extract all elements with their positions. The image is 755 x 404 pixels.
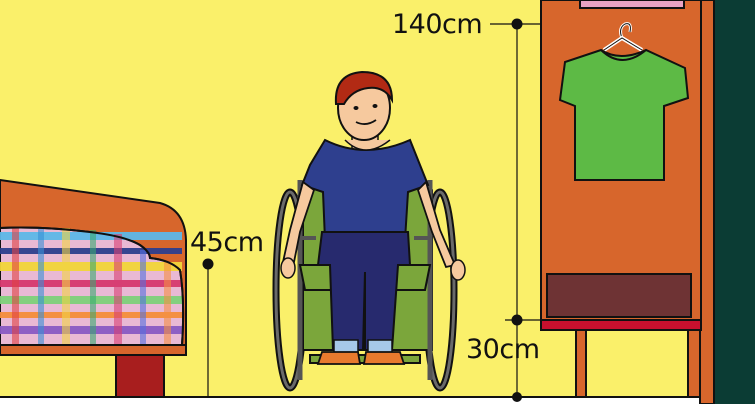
door-frame bbox=[700, 0, 714, 404]
wardrobe-drawer bbox=[547, 274, 691, 317]
bed-leg bbox=[116, 355, 164, 397]
measurement-label-140cm: 140cm bbox=[392, 11, 482, 38]
measurement-label-30cm: 30cm bbox=[466, 336, 540, 363]
measurement-label-45cm: 45cm bbox=[190, 229, 264, 256]
shoe-right bbox=[364, 352, 404, 364]
wardrobe-leg-right bbox=[688, 330, 700, 397]
shoe-left bbox=[318, 352, 360, 364]
wardrobe-top-shelf bbox=[580, 0, 684, 8]
bed-frame-rail bbox=[0, 345, 186, 355]
floor-strip bbox=[0, 397, 755, 404]
wardrobe-base bbox=[541, 320, 701, 330]
door-edge bbox=[713, 0, 755, 404]
wardrobe-leg-left bbox=[576, 330, 586, 397]
